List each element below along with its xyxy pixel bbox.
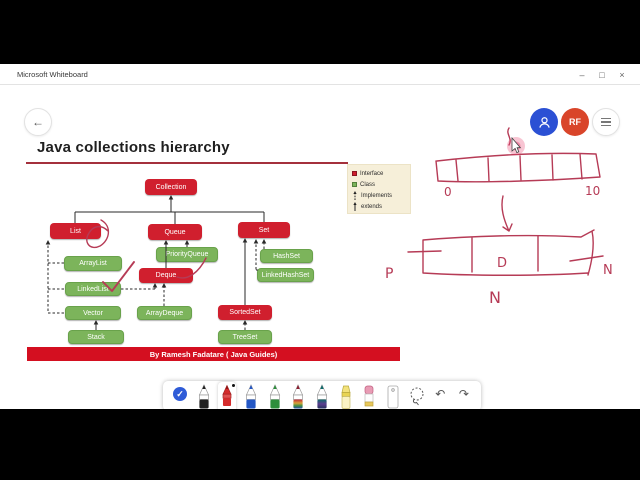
legend-label: extends — [361, 203, 383, 210]
black-pen[interactable] — [195, 384, 213, 409]
legend-row-interface: Interface — [352, 168, 410, 179]
lasso-icon — [410, 387, 424, 406]
selected-dot — [232, 384, 236, 387]
redo-button[interactable]: ↷ — [458, 387, 469, 401]
menu-button[interactable] — [592, 108, 620, 136]
red-pen-icon — [222, 384, 232, 406]
legend-label: Class — [360, 181, 376, 188]
lasso-select[interactable] — [408, 384, 426, 409]
check-icon: ✓ — [173, 387, 187, 401]
galaxy-pen[interactable] — [313, 384, 331, 409]
node-list: List — [50, 223, 101, 239]
maximize-icon[interactable]: □ — [599, 69, 605, 80]
hamburger-icon — [601, 118, 611, 120]
green-pen[interactable] — [266, 384, 284, 409]
legend-row-class: Class — [352, 179, 410, 190]
node-vector: Vector — [65, 306, 121, 320]
pen-toolbar: ✓ — [163, 381, 481, 414]
window-controls: – □ × — [572, 64, 632, 85]
node-deque: Deque — [139, 268, 193, 283]
node-arraydeque: ArrayDeque — [137, 306, 192, 320]
topbar-actions: RF — [530, 108, 620, 136]
letterbox-bottom — [0, 409, 640, 480]
letterbox-top — [0, 0, 640, 64]
rainbow-pen[interactable] — [289, 384, 307, 409]
node-treeset: TreeSet — [218, 330, 272, 344]
legend: Interface Class Implements extends — [347, 164, 411, 214]
back-button[interactable]: ← — [24, 108, 52, 136]
green-pen-icon — [269, 384, 280, 409]
legend-label: Interface — [360, 170, 384, 177]
red-pen[interactable] — [218, 382, 237, 414]
ruler-icon — [387, 385, 399, 409]
galaxy-pen-icon — [316, 384, 328, 409]
legend-label: Implements — [361, 192, 393, 199]
node-set: Set — [238, 222, 290, 238]
node-priorityqueue: PriorityQueue — [156, 247, 218, 262]
node-linkedhashset: LinkedHashSet — [257, 268, 314, 282]
author-banner: By Ramesh Fadatare ( Java Guides) — [27, 347, 400, 361]
title-underline — [26, 162, 348, 164]
black-pen-icon — [198, 384, 209, 409]
node-collection: Collection — [145, 179, 197, 195]
undo-button[interactable]: ↶ — [435, 387, 446, 401]
invite-button[interactable] — [530, 108, 558, 136]
page-title: Java collections hierarchy — [37, 139, 230, 156]
user-avatar[interactable]: RF — [561, 108, 589, 136]
node-hashset: HashSet — [260, 249, 313, 263]
highlighter[interactable] — [337, 384, 355, 409]
interface-swatch — [352, 171, 357, 176]
person-icon — [538, 116, 550, 128]
eraser[interactable] — [360, 384, 378, 409]
node-queue: Queue — [148, 224, 202, 240]
app-title: Microsoft Whiteboard — [17, 70, 88, 79]
minimize-icon[interactable]: – — [579, 69, 585, 80]
eraser-icon — [364, 385, 374, 407]
node-sortedset: SortedSet — [218, 305, 272, 320]
highlighter-icon — [341, 385, 351, 409]
class-swatch — [352, 182, 357, 187]
ruler[interactable] — [384, 384, 402, 409]
close-icon[interactable]: × — [619, 69, 625, 80]
rainbow-pen-icon — [293, 384, 304, 409]
node-arraylist: ArrayList — [64, 256, 122, 271]
blue-pen-icon — [245, 384, 257, 409]
legend-row-extends: extends — [352, 201, 410, 212]
node-stack: Stack — [68, 330, 124, 344]
active-tool-check[interactable]: ✓ — [171, 387, 189, 401]
window-titlebar: Microsoft Whiteboard – □ × — [0, 64, 640, 85]
legend-row-implements: Implements — [352, 190, 410, 201]
blue-pen[interactable] — [242, 384, 260, 409]
dashed-arrow-icon — [353, 191, 357, 200]
solid-arrow-icon — [353, 202, 357, 211]
node-linkedlist: LinkedList — [65, 282, 121, 296]
